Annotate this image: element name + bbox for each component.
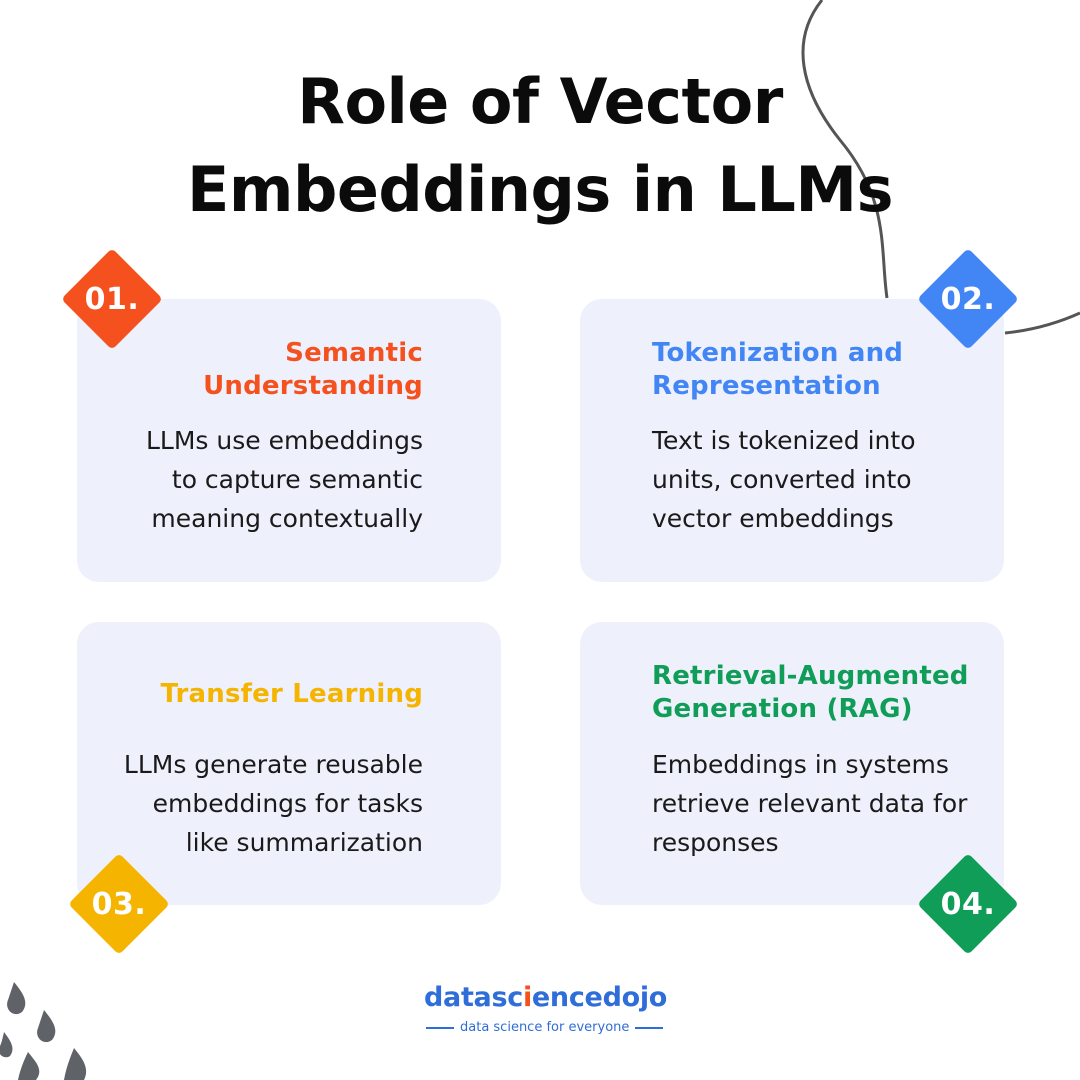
logo-wordmark: datasciencedojo xyxy=(424,982,667,1013)
tagline-text: data science for everyone xyxy=(460,1020,630,1035)
card-heading: Tokenization and Representation xyxy=(652,337,992,403)
badge-number: 01. xyxy=(84,281,140,317)
card-heading-line: Tokenization and xyxy=(652,338,904,368)
card-text-line: responses xyxy=(652,828,779,857)
card-tokenization-representation: Tokenization and Representation Text is … xyxy=(580,299,1004,582)
card-heading: Retrieval-Augmented Generation (RAG) xyxy=(652,660,1012,726)
tagline-rule xyxy=(426,1026,454,1029)
title-line-2: Embeddings in LLMs xyxy=(187,153,894,226)
logo-part: ence xyxy=(531,982,603,1013)
number-badge-01: 01. xyxy=(61,248,163,350)
card-text-line: like summarization xyxy=(185,828,423,857)
card-retrieval-augmented-generation: Retrieval-Augmented Generation (RAG) Emb… xyxy=(580,622,1004,905)
card-heading: Transfer Learning xyxy=(93,678,423,711)
decorative-drops-icon xyxy=(0,982,87,1080)
card-description: LLMs generate reusable embeddings for ta… xyxy=(63,745,423,862)
card-text-line: LLMs use embeddings xyxy=(145,426,423,455)
card-heading-line: Retrieval-Augmented xyxy=(652,661,969,691)
card-transfer-learning: Transfer Learning LLMs generate reusable… xyxy=(77,622,501,905)
card-heading-line: Understanding xyxy=(203,371,423,401)
card-text-line: retrieve relevant data for xyxy=(652,789,968,818)
badge-number: 02. xyxy=(940,281,996,317)
badge-number: 04. xyxy=(940,886,996,922)
logo-part: datasc xyxy=(424,982,523,1013)
number-badge-03: 03. xyxy=(68,853,170,955)
badge-number: 03. xyxy=(91,886,147,922)
number-badge-04: 04. xyxy=(917,853,1019,955)
logo-part: dojo xyxy=(602,982,668,1013)
card-text-line: LLMs generate reusable xyxy=(123,750,423,779)
card-text-line: embeddings for tasks xyxy=(152,789,423,818)
card-heading-line: Generation (RAG) xyxy=(652,694,913,724)
card-heading-line: Semantic xyxy=(285,338,423,368)
card-text-line: vector embeddings xyxy=(652,504,894,533)
title-line-1: Role of Vector xyxy=(297,65,783,138)
card-heading-line: Transfer Learning xyxy=(160,679,423,709)
page-title: Role of Vector Embeddings in LLMs xyxy=(0,58,1080,234)
logo-tagline: data science for everyone xyxy=(420,1020,664,1035)
card-text-line: Text is tokenized into xyxy=(652,426,916,455)
card-text-line: Embeddings in systems xyxy=(652,750,949,779)
number-badge-02: 02. xyxy=(917,248,1019,350)
card-semantic-understanding: Semantic Understanding LLMs use embeddin… xyxy=(77,299,501,582)
logo-part: i xyxy=(522,982,532,1013)
card-text-line: units, converted into xyxy=(652,465,912,494)
card-heading-line: Representation xyxy=(652,371,881,401)
card-text-line: meaning contextually xyxy=(151,504,423,533)
tagline-rule xyxy=(635,1026,664,1029)
datasciencedojo-logo: datasciencedojo data science for everyon… xyxy=(420,982,667,1042)
card-heading: Semantic Understanding xyxy=(93,337,423,403)
card-description: LLMs use embeddings to capture semantic … xyxy=(93,421,423,538)
card-description: Embeddings in systems retrieve relevant … xyxy=(652,745,992,862)
card-description: Text is tokenized into units, converted … xyxy=(652,421,992,538)
card-text-line: to capture semantic xyxy=(171,465,423,494)
